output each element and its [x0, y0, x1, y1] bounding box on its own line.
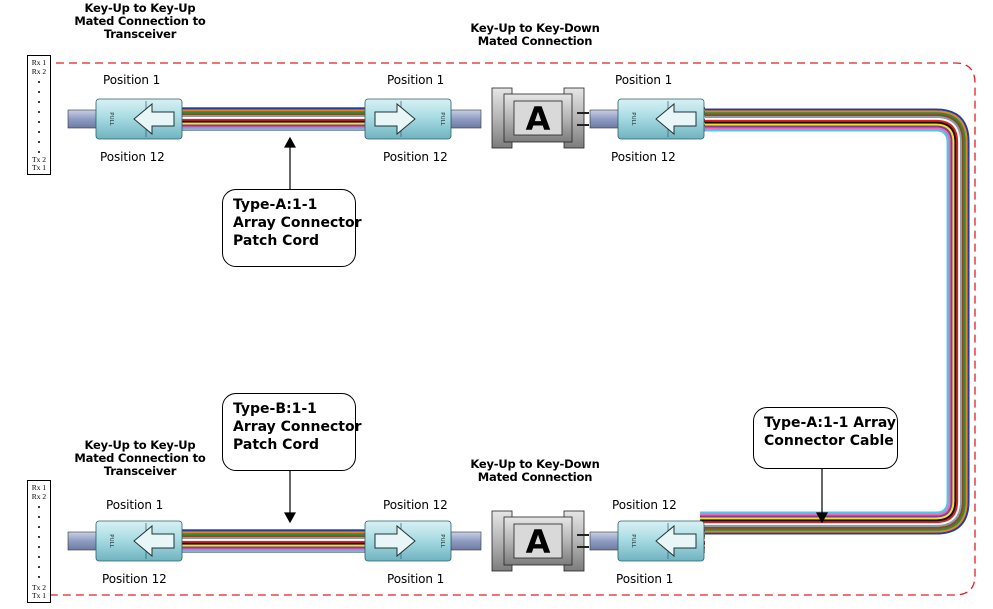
connector-ferrule [450, 109, 482, 129]
position-label: Position 12 [383, 498, 448, 512]
connector-ferrule [67, 531, 99, 551]
panel-dot [38, 506, 40, 508]
panel-dot [38, 546, 40, 548]
connector-ferrule [67, 109, 99, 129]
panel-dot [38, 526, 40, 528]
panel-dot [38, 576, 40, 578]
header-top-middle: Key-Up to Key-Down Mated Connection [470, 21, 600, 48]
pull-label: PULL [630, 112, 636, 126]
transceiver-panel-bottom: Rx 1 Rx 2 Tx 2 Tx 1 [27, 480, 51, 603]
panel-dot [38, 516, 40, 518]
position-label: Position 12 [100, 150, 165, 164]
position-label: Position 12 [611, 150, 676, 164]
header-top-left: Key-Up to Key-Up Mated Connection to Tra… [74, 1, 206, 41]
arrow-left-icon [655, 524, 697, 558]
panel-dot [38, 101, 40, 103]
connector-top-middle: PUSHPULL [364, 98, 482, 140]
arrow-left-icon [133, 524, 175, 558]
adapter-top: A [491, 87, 585, 149]
guide-pins [577, 534, 589, 548]
ribbon-type-b-patch-cord [180, 529, 370, 553]
pull-label: PULL [108, 534, 114, 548]
connector-ferrule [589, 531, 621, 551]
panel-dot [38, 81, 40, 83]
adapter-bottom: A [491, 510, 585, 572]
panel-dot [38, 536, 40, 538]
panel-dot [38, 91, 40, 93]
connector-top-right: PUSHPULL [589, 98, 705, 140]
tx1-label: Tx 1 [32, 591, 46, 600]
position-label: Position 12 [102, 572, 167, 586]
transceiver-panel-top: Rx 1 Rx 2 Tx 2 Tx 1 [27, 55, 51, 175]
rx1-label: Rx 1 [31, 58, 47, 67]
position-label: Position 1 [616, 572, 674, 586]
trunk-cable [700, 108, 970, 535]
arrow-left-icon [655, 102, 697, 136]
adapter-letter: A [526, 523, 551, 561]
callout-type-a-array-cable: Type-A:1-1 Array Connector Cable [753, 407, 898, 469]
callout-arrows [283, 136, 829, 524]
position-label: Position 1 [615, 73, 673, 87]
adapter-letter: A [526, 100, 551, 138]
rx2-label: Rx 2 [31, 492, 47, 501]
position-label: Position 1 [387, 73, 445, 87]
connector-bottom-left: PUSHPULL [67, 520, 183, 562]
pull-label: PULL [630, 534, 636, 548]
connector-bottom-middle: PUSHPULL [364, 520, 482, 562]
tx2-label: Tx 2 [32, 583, 46, 592]
connector-bottom-right: PUSHPULL [589, 520, 705, 562]
polarity-path [43, 62, 976, 596]
rx2-label: Rx 2 [31, 67, 47, 76]
connector-top-left: PUSHPULL [67, 98, 183, 140]
fiber-ribbon-group [180, 107, 970, 553]
header-bottom-middle: Key-Up to Key-Down Mated Connection [470, 457, 600, 484]
ribbon-type-a-patch-cord [180, 107, 370, 131]
panel-dot [38, 556, 40, 558]
connector-ferrule [450, 531, 482, 551]
callout-type-b-patch-cord: Type-B:1-1 Array Connector Patch Cord [222, 393, 362, 471]
panel-dot [38, 121, 40, 123]
pull-label: PULL [439, 534, 445, 548]
panel-dot [38, 131, 40, 133]
position-label: Position 1 [106, 498, 164, 512]
position-label: Position 12 [612, 498, 677, 512]
header-bottom-left: Key-Up to Key-Up Mated Connection to Tra… [74, 438, 206, 478]
panel-dot [38, 566, 40, 568]
guide-pins [577, 112, 589, 126]
position-label: Position 1 [103, 73, 161, 87]
arrow-left-icon [133, 102, 175, 136]
tx2-label: Tx 2 [32, 155, 46, 164]
callout-type-a-patch-cord: Type-A:1-1 Array Connector Patch Cord [222, 189, 362, 267]
connector-ferrule [589, 109, 621, 129]
position-label: Position 12 [383, 150, 448, 164]
rx1-label: Rx 1 [31, 483, 47, 492]
connector-group: PUSHPULL PUSHPULL A PUSHPULL PUSHPULL PUSHPUL… [67, 87, 705, 572]
position-label: Position 1 [387, 572, 445, 586]
panel-dot [38, 141, 40, 143]
panel-dot [38, 111, 40, 113]
arrow-right-icon [374, 102, 416, 136]
panel-dot [38, 151, 40, 153]
arrow-right-icon [374, 524, 416, 558]
pull-label: PULL [108, 112, 114, 126]
pull-label: PULL [439, 112, 445, 126]
tx1-label: Tx 1 [32, 163, 46, 172]
